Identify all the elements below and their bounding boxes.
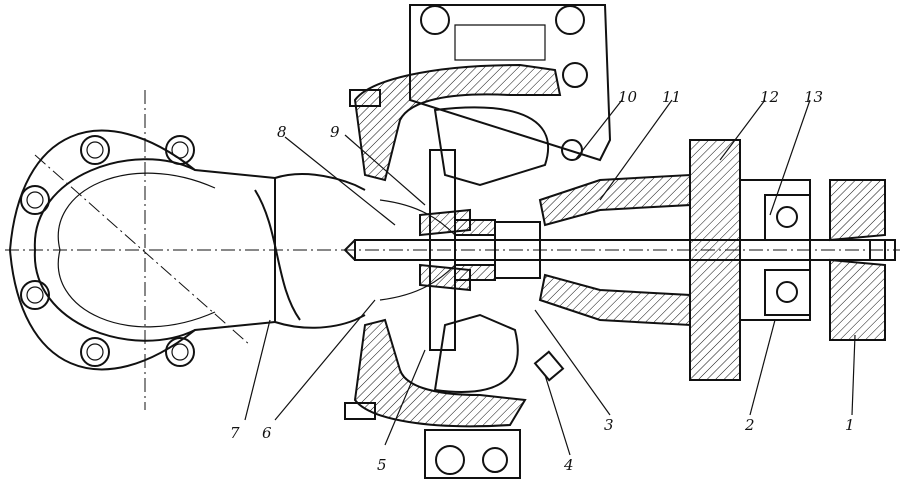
callout-label-6: 6	[262, 424, 272, 442]
pump-shaft	[343, 239, 886, 261]
callout-label-11: 11	[662, 88, 681, 106]
suction-pipe	[254, 173, 366, 329]
coupling-half	[829, 179, 896, 341]
casing-bolts	[344, 5, 588, 475]
callout-label-3: 3	[604, 416, 614, 434]
callout-label-10: 10	[618, 88, 638, 106]
shaft-seal	[454, 219, 541, 281]
drain-plug	[533, 350, 565, 382]
callout-label-12: 12	[760, 88, 779, 106]
inlet-flange	[8, 90, 276, 410]
callout-leaders	[244, 99, 856, 456]
ball-bearings	[764, 194, 811, 316]
callout-label-5: 5	[377, 456, 387, 474]
callout-labels: 1 2 3 4 5 6 7 8 9 10 11 12 13	[230, 88, 855, 474]
bearing-bracket	[538, 139, 811, 381]
callout-label-9: 9	[330, 123, 340, 141]
callout-label-1: 1	[845, 416, 855, 434]
callout-label-7: 7	[230, 424, 240, 442]
flange-bolt-holes	[20, 135, 195, 367]
callout-label-8: 8	[277, 123, 287, 141]
callout-label-2: 2	[744, 416, 755, 434]
volute-casing	[353, 4, 612, 479]
callout-label-13: 13	[804, 88, 823, 106]
callout-label-4: 4	[563, 456, 574, 474]
